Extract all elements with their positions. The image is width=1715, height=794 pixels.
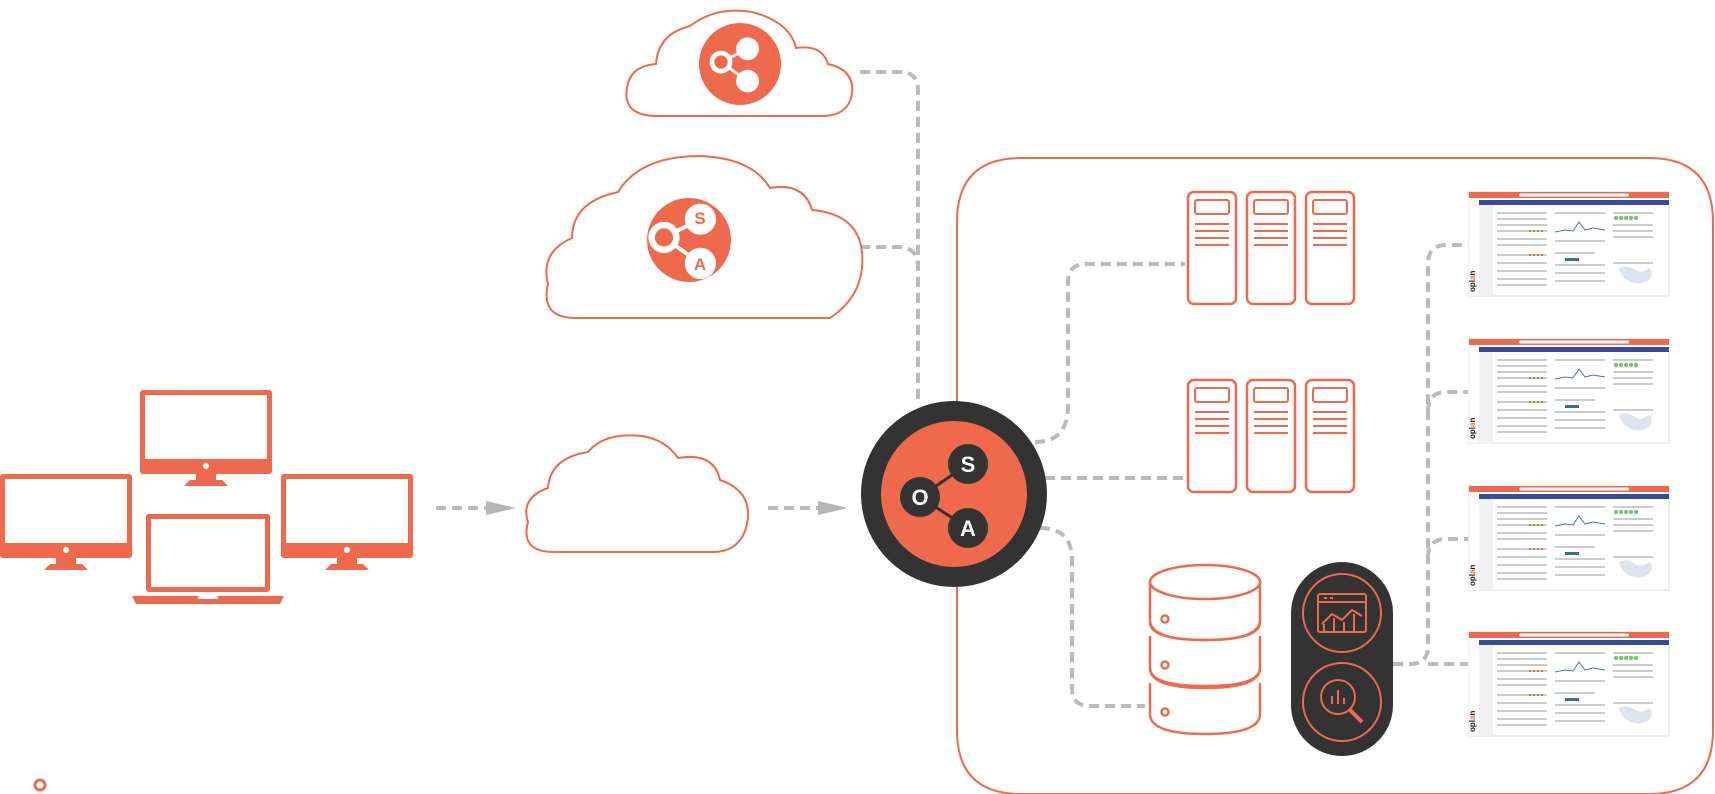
connector-dash-2 [1426, 390, 1468, 413]
connector-hub-database [1039, 526, 1145, 708]
connector-dash-3 [1426, 537, 1468, 559]
osa-logo-a: A [694, 255, 706, 274]
dashboard-screenshot-icon [1467, 485, 1670, 591]
server-rack-group-mid [1186, 378, 1356, 494]
connector-cloud-top [860, 70, 920, 400]
magnifier-analytics-icon [1302, 662, 1382, 742]
desktop-monitor-icon [140, 390, 272, 486]
desktop-monitor-icon [0, 474, 132, 570]
small-ring-icon [33, 778, 47, 792]
server-rack-icon [1186, 190, 1238, 306]
osa-hub-icon: O S A [861, 401, 1047, 587]
dashboard-screenshot-icon [1467, 631, 1670, 737]
connector-hub-servers-top [1034, 262, 1185, 444]
osa-logo-o: O [658, 230, 670, 247]
web-analytics-chart-icon [1302, 573, 1382, 653]
osa-cloud-mid-icon: S A O [545, 154, 864, 319]
connector-analytics-dash [1393, 243, 1468, 666]
arrow-to-internet-icon [486, 501, 516, 515]
osa-logo-s: S [744, 38, 753, 53]
connector-cloud-mid [860, 245, 920, 268]
osa-logo-s: S [694, 209, 705, 228]
platform-frame [956, 157, 1714, 794]
server-rack-icon [1245, 190, 1297, 306]
server-rack-icon [1304, 378, 1356, 494]
osa-logo-o: O [911, 485, 928, 510]
osa-logo-a: A [960, 516, 976, 541]
osa-cloud-top-icon: S A O [625, 9, 854, 117]
database-icon [1148, 563, 1262, 736]
dashboard-screenshot-icon [1467, 191, 1670, 297]
server-rack-icon [1245, 378, 1297, 494]
laptop-icon [132, 514, 284, 604]
dashboard-screenshot-icon [1467, 338, 1670, 444]
osa-logo-a: A [743, 74, 753, 89]
osa-logo-o: O [716, 56, 725, 70]
server-rack-group-top [1186, 190, 1356, 306]
arrow-to-hub-icon [818, 501, 848, 515]
connector-lines [436, 70, 1468, 708]
desktop-monitor-icon [281, 474, 413, 570]
analytics-pill [1291, 562, 1393, 756]
server-rack-icon [1186, 378, 1238, 494]
devices-group [0, 390, 413, 604]
osa-logo-s: S [961, 452, 976, 477]
arrowheads [486, 501, 848, 515]
server-rack-icon [1304, 190, 1356, 306]
internet-cloud-icon [525, 434, 750, 553]
